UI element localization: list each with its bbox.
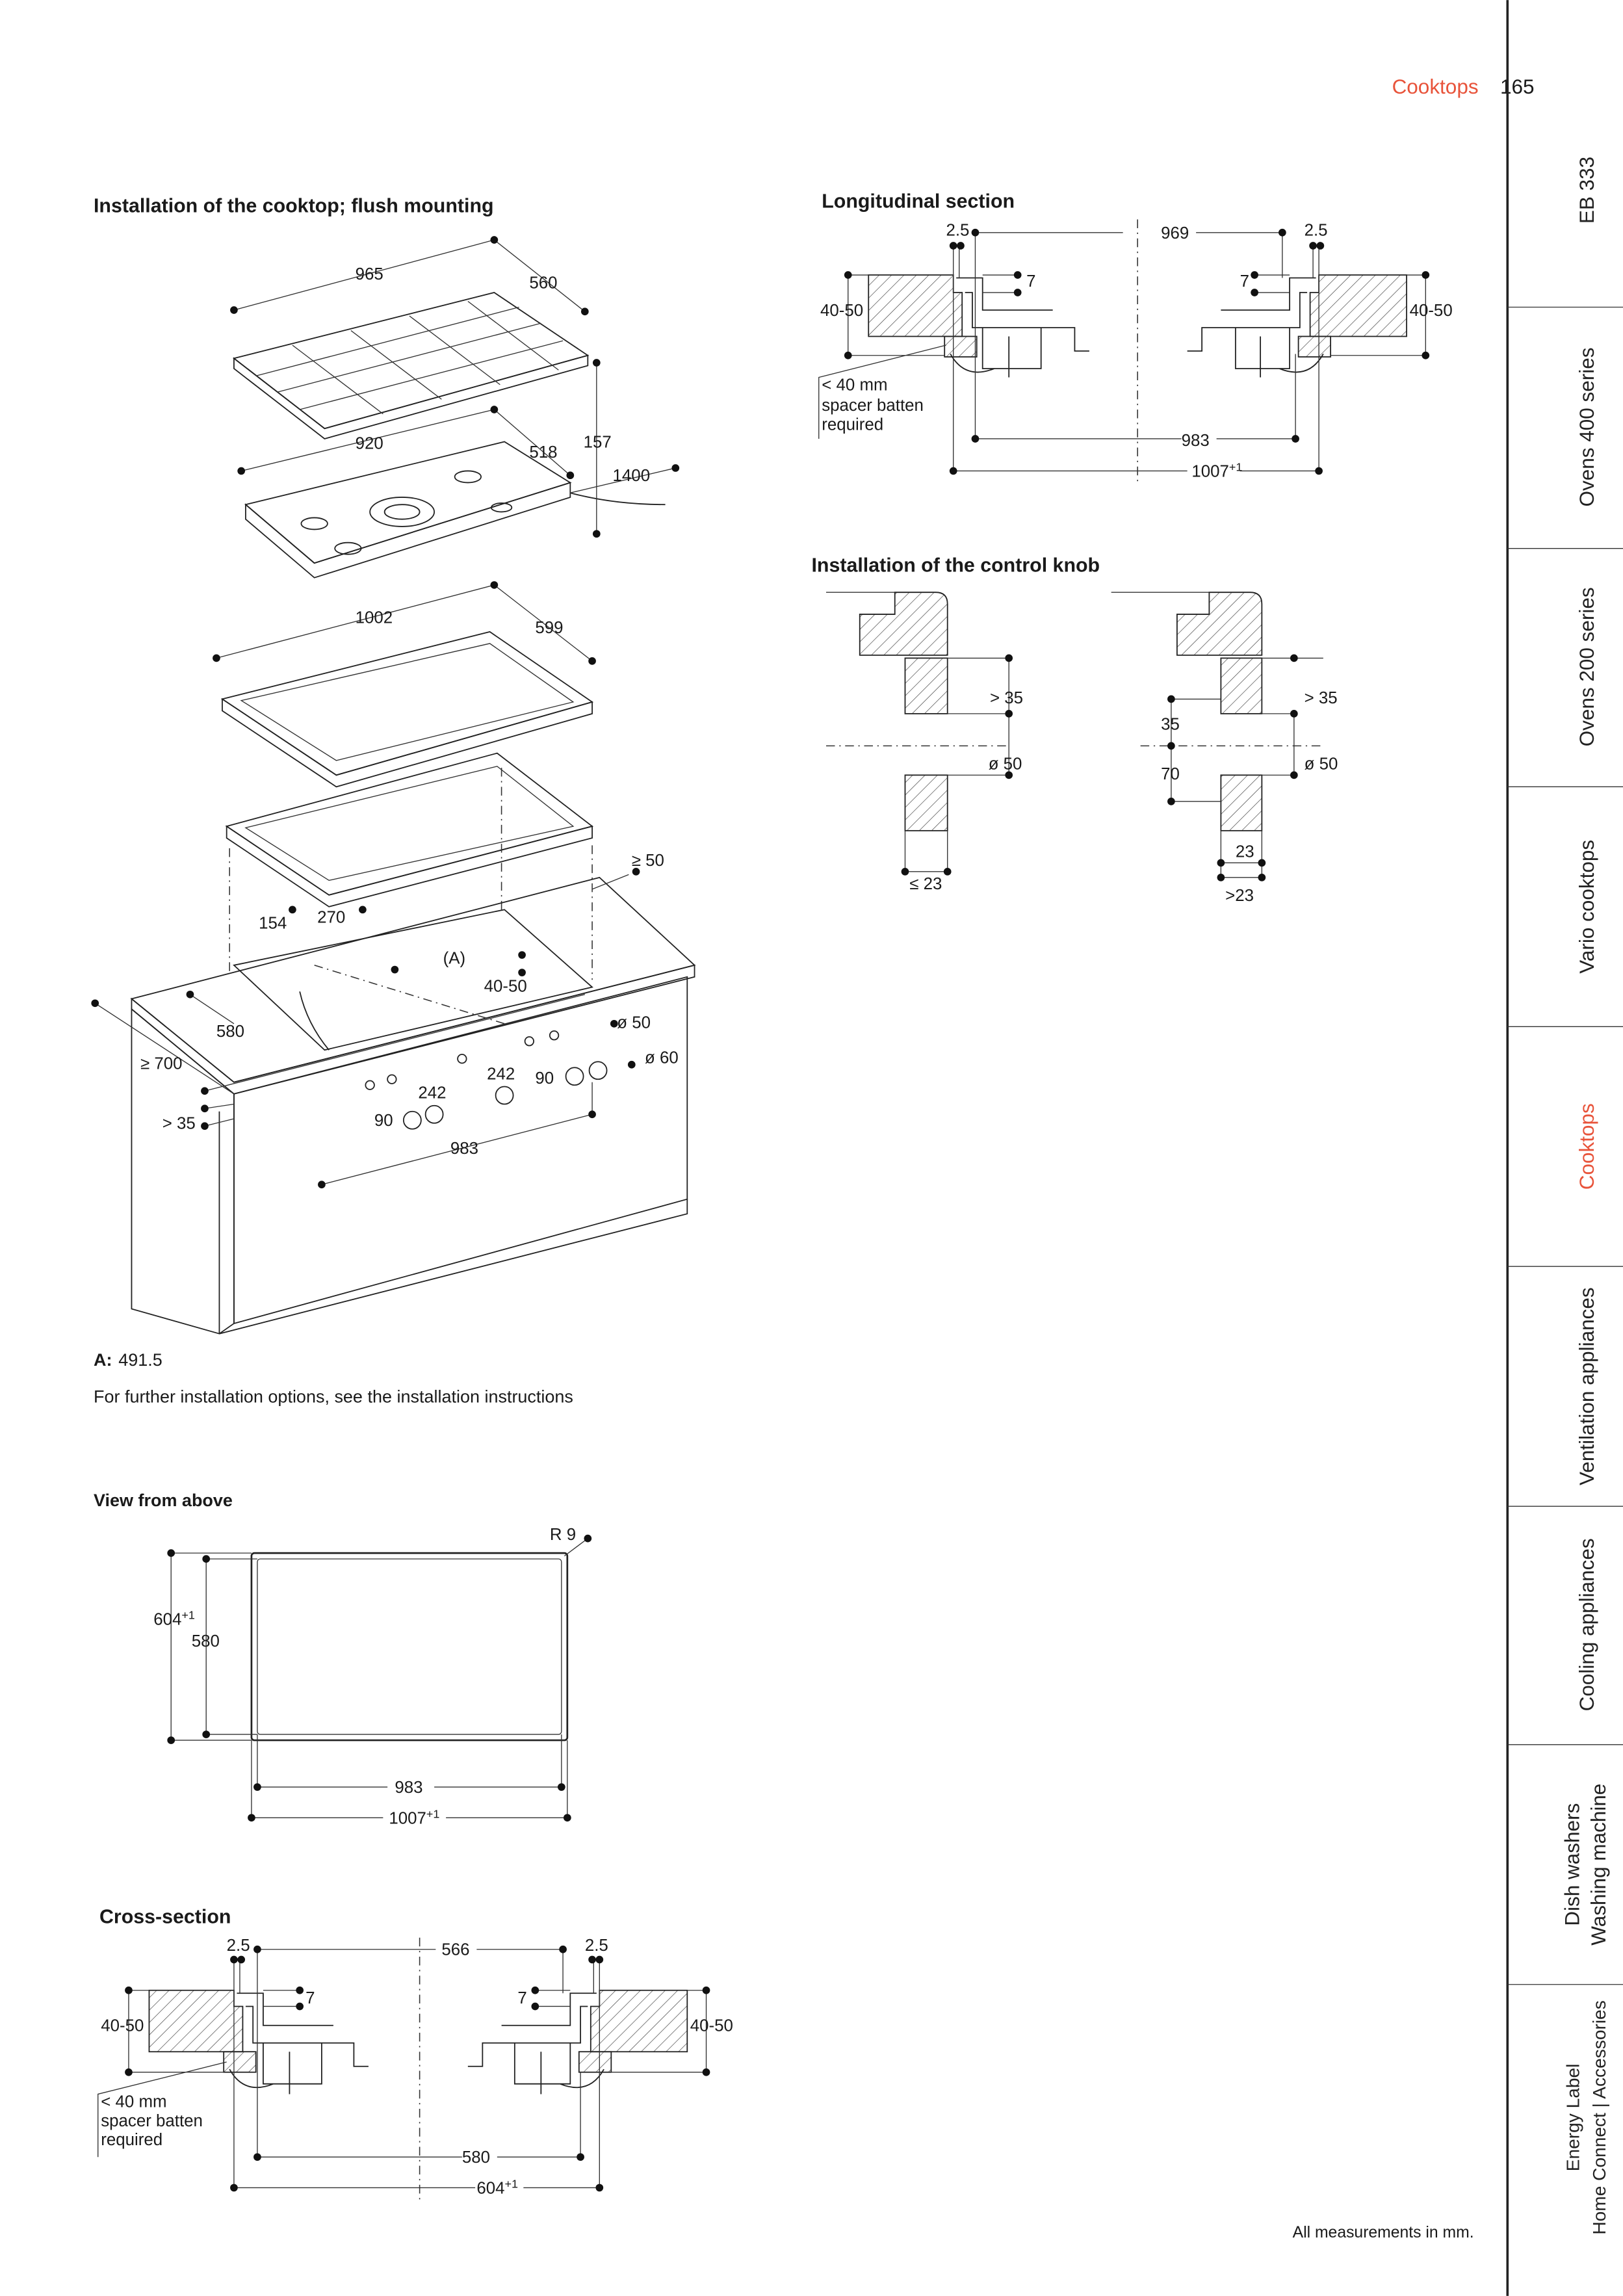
dim-920: 920 [356,435,383,453]
dim-40-50-left: 40-50 [101,2017,144,2035]
spacer-note-line2: spacer batten [822,397,924,415]
dim-40-50-left: 40-50 [820,302,863,320]
further-options-note: For further installation options, see th… [94,1387,573,1406]
dim-560: 560 [529,274,557,292]
spacer-note-line2: spacer batten [101,2112,203,2130]
spacer-note-line1: < 40 mm [822,376,887,395]
knob-title: Installation of the control knob [812,555,1100,577]
sidebar-item-ovens-400[interactable]: Ovens 400 series [1575,347,1598,506]
dim-2.5-left: 2.5 [227,1937,250,1955]
view-from-above-drawing: R 9 604+1 580 983 1007+1 [153,1526,592,1827]
dim-983: 983 [395,1779,422,1797]
dim-dia-50-left: ø 50 [989,755,1022,773]
spacer-note-line1: < 40 mm [101,2093,166,2111]
cooktop-exploded-drawing: 965 560 920 518 157 1400 1002 599 ≥ 50 1… [91,236,696,1335]
sidebar-item-ovens-200[interactable]: Ovens 200 series [1575,587,1598,746]
dim-35: 35 [1161,716,1180,734]
dim-gt-23: >23 [1225,887,1254,905]
dim-ge-50: ≥ 50 [632,852,664,870]
sidebar-item-home-connect[interactable]: Home Connect | Accessories [1589,2000,1609,2234]
dim-ge-700: ≥ 700 [140,1055,183,1073]
sidebar-item-cooling[interactable]: Cooling appliances [1575,1538,1598,1711]
dim-983: 983 [450,1140,478,1158]
dim-1002: 1002 [356,608,393,627]
page-number: 165 [1500,75,1535,98]
dim-969: 969 [1161,224,1189,242]
dim-1400: 1400 [613,467,651,485]
spacer-note-line3: required [101,2131,162,2149]
dim-7-right: 7 [517,1989,526,2007]
dim-r9: R 9 [550,1526,576,1544]
dim-2.5-right: 2.5 [1305,221,1328,239]
dim-604: 604+1 [476,2177,518,2197]
note-a-label: A: [94,1350,112,1370]
cross-section-drawing: 2.5 566 2.5 7 7 40-50 40-50 580 604+1 < … [97,1937,733,2201]
install-title: Installation of the cooktop; flush mount… [94,195,494,216]
dim-dia-50-right: ø 50 [1305,755,1338,773]
dim-1007: 1007+1 [1191,460,1242,480]
dim-gt-35: > 35 [162,1115,196,1133]
longitudinal-title: Longitudinal section [822,191,1015,213]
dim-983: 983 [1182,432,1210,450]
dim-604: 604+1 [153,1608,195,1628]
longitudinal-section-drawing: 2.5 969 2.5 7 7 40-50 40-50 983 1007+1 <… [818,219,1453,483]
above-title: View from above [94,1491,233,1510]
dim-566: 566 [441,1941,469,1959]
dim-90-right: 90 [535,1069,554,1088]
sidebar-item-eb333[interactable]: EB 333 [1575,157,1598,224]
measurements-note: All measurements in mm. [1293,2224,1474,2241]
sidebar-item-washing-machine[interactable]: Washing machine [1587,1784,1610,1946]
dim-40-50-right: 40-50 [1410,302,1453,320]
dim-518: 518 [529,443,557,462]
sidebar-item-dishwashers[interactable]: Dish washers [1561,1803,1584,1926]
dim-965: 965 [356,265,383,283]
dim-40-50: 40-50 [484,977,527,995]
note-a-value: 491.5 [118,1350,162,1370]
control-knob-drawing: > 35 ø 50 ≤ 23 > 35 35 70 ø 50 23 >23 [825,592,1338,905]
dim-7-left: 7 [305,1989,315,2007]
dim-dia-60: ø 60 [645,1049,679,1067]
dim-2.5-right: 2.5 [585,1937,608,1955]
dim-157: 157 [584,433,612,451]
dim-90-left: 90 [374,1112,393,1130]
sidebar-nav: EB 333 Ovens 400 series Ovens 200 series… [1506,0,1623,2296]
dim-242-right: 242 [487,1065,515,1083]
dim-580: 580 [462,2148,490,2167]
section-title: Cooktops [1392,75,1479,98]
sidebar-item-vario-cooktops[interactable]: Vario cooktops [1575,840,1598,974]
dim-gt-35-right: > 35 [1305,689,1338,707]
dim-40-50-right: 40-50 [690,2017,733,2035]
cross-title: Cross-section [99,1906,231,1927]
spacer-note-line3: required [822,415,883,434]
dim-599: 599 [535,619,563,637]
dim-23: 23 [1236,842,1254,861]
dim-70: 70 [1161,765,1180,783]
dim-1007: 1007+1 [389,1807,439,1827]
sidebar-item-energy-label[interactable]: Energy Label [1563,2064,1583,2172]
dim-580: 580 [192,1632,220,1650]
dim-dia-50: ø 50 [617,1014,651,1032]
dim-7-left: 7 [1026,272,1035,291]
dim-2.5-left: 2.5 [946,221,969,239]
dim-580: 580 [216,1023,244,1041]
dim-7-right: 7 [1240,272,1249,291]
dim-le-23: ≤ 23 [909,875,942,893]
sidebar-item-ventilation[interactable]: Ventilation appliances [1575,1287,1598,1485]
dim-154: 154 [259,915,287,933]
dim-gt-35-left: > 35 [990,689,1023,707]
dim-270: 270 [317,909,345,927]
dim-242-left: 242 [418,1084,446,1102]
sidebar-item-cooktops-active[interactable]: Cooktops [1575,1103,1598,1190]
dim-A: (A) [443,950,465,968]
